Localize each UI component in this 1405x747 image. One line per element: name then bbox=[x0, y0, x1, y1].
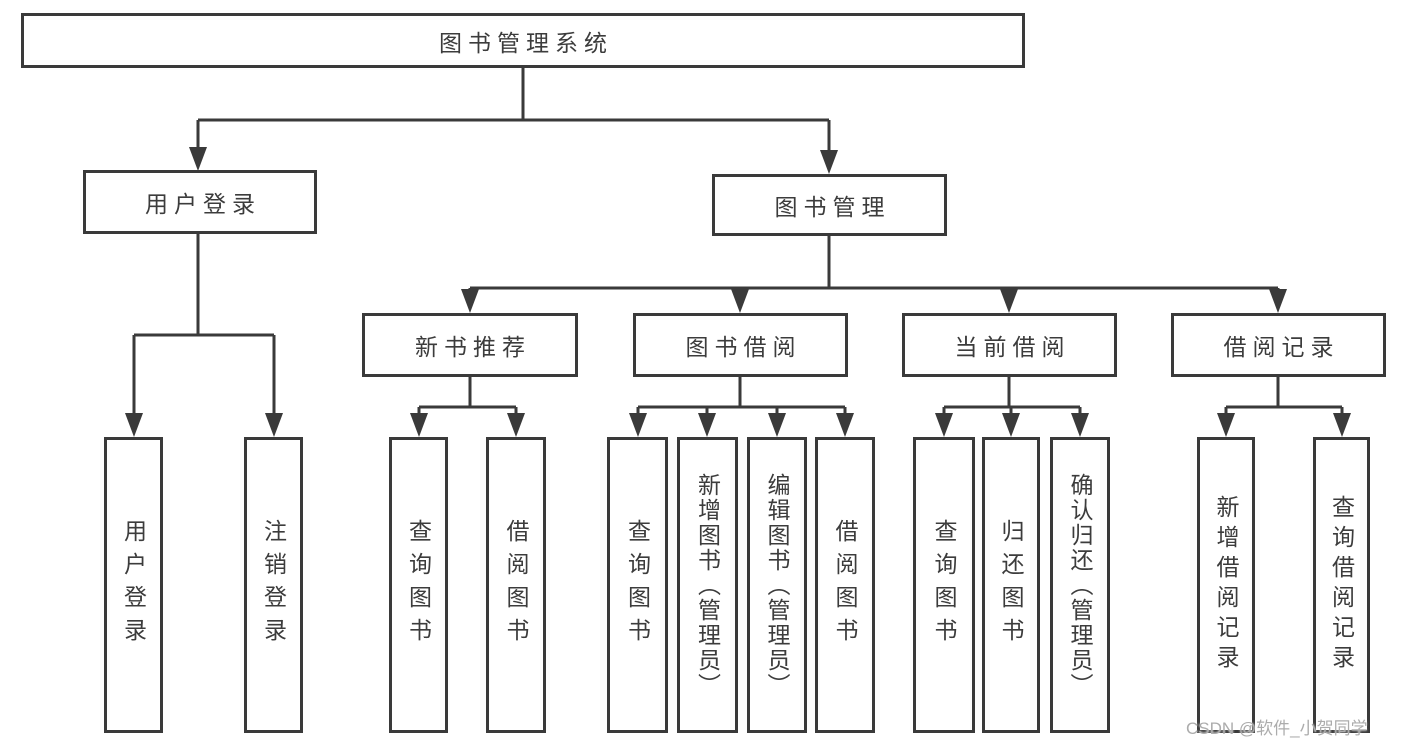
leaf-label: 借阅图书 bbox=[503, 519, 529, 651]
leaf-label: 注销登录 bbox=[260, 519, 287, 651]
leaf-query-books-current: 查询图书 bbox=[913, 437, 975, 733]
leaf-label: 新增借阅记录 bbox=[1213, 495, 1239, 675]
leaf-user-login: 用户登录 bbox=[104, 437, 163, 733]
arrowheads bbox=[125, 147, 1351, 437]
node-borrowing-records: 借阅记录 bbox=[1171, 313, 1386, 377]
leaf-label: 查询借阅记录 bbox=[1328, 495, 1355, 675]
leaf-add-borrow-record: 新增借阅记录 bbox=[1197, 437, 1255, 733]
leaf-label: 编辑图书（管理员） bbox=[764, 472, 790, 698]
leaf-label: 新增图书（管理员） bbox=[694, 472, 721, 698]
node-label: 图书管理系统 bbox=[439, 29, 613, 56]
node-label: 图书管理 bbox=[774, 194, 891, 220]
leaf-query-books-recommend: 查询图书 bbox=[389, 437, 448, 733]
leaf-logout-login: 注销登录 bbox=[244, 437, 303, 733]
node-book-management: 图书管理 bbox=[712, 174, 947, 236]
leaf-borrow-books-borrowing: 借阅图书 bbox=[815, 437, 875, 733]
leaf-query-books-borrowing: 查询图书 bbox=[607, 437, 668, 733]
node-library-management-system: 图书管理系统 bbox=[21, 13, 1025, 68]
leaf-label: 确认归还（管理员） bbox=[1067, 472, 1093, 698]
leaf-label: 借阅图书 bbox=[832, 519, 858, 651]
leaf-label: 归还图书 bbox=[998, 519, 1024, 651]
leaf-label: 用户登录 bbox=[120, 519, 147, 651]
node-book-borrowing: 图书借阅 bbox=[633, 313, 848, 377]
leaf-query-borrow-record: 查询借阅记录 bbox=[1313, 437, 1370, 733]
leaf-edit-books-admin: 编辑图书（管理员） bbox=[747, 437, 807, 733]
node-label: 借阅记录 bbox=[1223, 334, 1340, 360]
node-label: 当前借阅 bbox=[954, 334, 1071, 360]
node-current-borrowing: 当前借阅 bbox=[902, 313, 1117, 377]
node-new-book-recommendation: 新书推荐 bbox=[362, 313, 578, 377]
node-label: 用户登录 bbox=[145, 191, 261, 217]
leaf-label: 查询图书 bbox=[624, 519, 651, 651]
leaf-add-books-admin: 新增图书（管理员） bbox=[677, 437, 738, 733]
leaf-label: 查询图书 bbox=[931, 519, 957, 651]
node-label: 新书推荐 bbox=[415, 334, 531, 360]
node-user-login: 用户登录 bbox=[83, 170, 317, 234]
leaf-borrow-books-recommend: 借阅图书 bbox=[486, 437, 546, 733]
leaf-confirm-return-admin: 确认归还（管理员） bbox=[1050, 437, 1110, 733]
leaf-label: 查询图书 bbox=[405, 519, 432, 651]
watermark-text: CSDN @软件_小贺同学 bbox=[1186, 719, 1368, 738]
node-label: 图书借阅 bbox=[685, 334, 802, 360]
leaf-return-books: 归还图书 bbox=[982, 437, 1040, 733]
